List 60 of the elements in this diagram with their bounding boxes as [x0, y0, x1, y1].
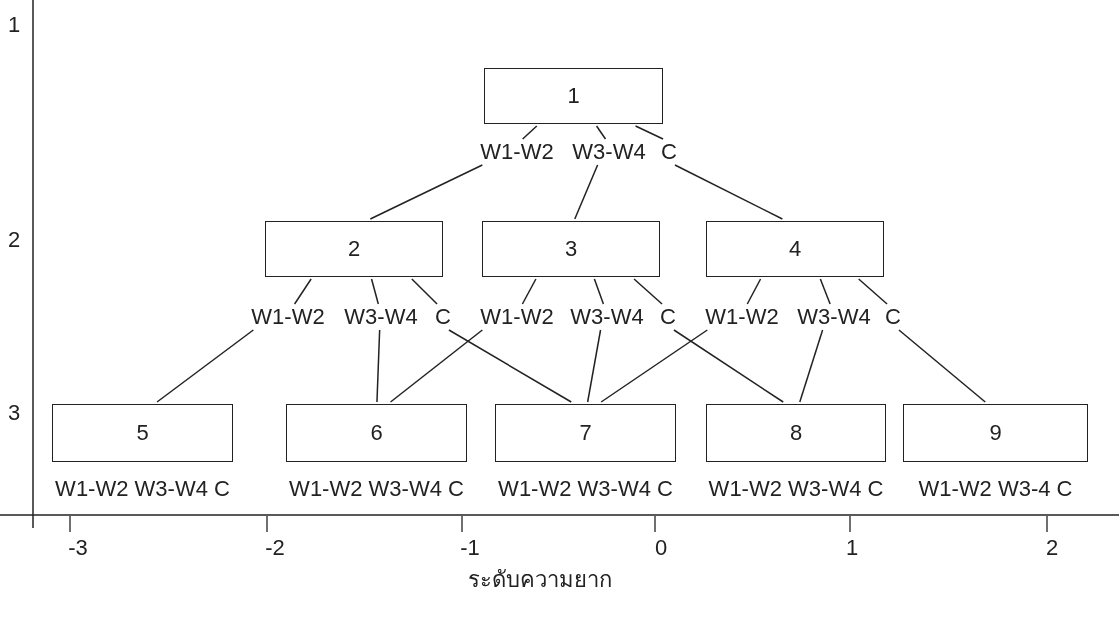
connector-line [600, 329, 709, 403]
connector-line [593, 278, 605, 305]
branch-label: W3-W4 [344, 306, 418, 328]
connector-line [634, 125, 664, 140]
branch-label: C [661, 141, 677, 163]
option-labels: W1-W2 W3-W4 C [55, 478, 230, 500]
tick-label: 0 [654, 537, 668, 559]
option-labels: W1-W2 W3-4 C [918, 478, 1073, 500]
connector-line [369, 164, 484, 220]
node-box: 2 [265, 221, 443, 277]
connector-line [376, 329, 381, 403]
node-box: 5 [52, 404, 233, 462]
node-box: 4 [706, 221, 884, 277]
level-number: 2 [7, 229, 21, 251]
connector-line [521, 278, 537, 305]
node-box: 1 [484, 68, 663, 124]
level-number: 3 [7, 402, 21, 424]
branch-label: W1-W2 [251, 306, 325, 328]
connector-line [673, 329, 784, 403]
connector-line [633, 278, 663, 305]
connector-line [521, 125, 538, 140]
connector-line [746, 278, 762, 305]
node-box: 8 [706, 404, 886, 462]
tick-label: -3 [68, 537, 88, 559]
connector-line [448, 329, 572, 403]
branch-label: W1-W2 [480, 141, 554, 163]
axis-title: ระดับความยาก [468, 569, 612, 591]
connector-line [799, 329, 824, 403]
option-labels: W1-W2 W3-W4 C [289, 478, 464, 500]
branch-label: C [885, 306, 901, 328]
option-labels: W1-W2 W3-W4 C [498, 478, 673, 500]
branch-label: C [660, 306, 676, 328]
tick-label: -2 [265, 537, 285, 559]
connector-line [819, 278, 831, 305]
connector-line [293, 278, 312, 305]
tick-label: 1 [845, 537, 859, 559]
connector-line [370, 278, 380, 305]
tick-label: 2 [1045, 537, 1059, 559]
tick-label: -1 [460, 537, 480, 559]
connector-line [156, 329, 255, 403]
branch-label: W1-W2 [705, 306, 779, 328]
level-number: 1 [7, 14, 21, 36]
connector-line [595, 125, 607, 140]
branch-label: W1-W2 [480, 306, 554, 328]
node-box: 6 [286, 404, 467, 462]
node-box: 3 [482, 221, 660, 277]
connector-line [674, 164, 784, 220]
node-box: 7 [495, 404, 676, 462]
connector-line [389, 329, 484, 403]
branch-label: W3-W4 [572, 141, 646, 163]
connector-line [898, 329, 986, 403]
branch-label: W3-W4 [797, 306, 871, 328]
connector-line [574, 164, 599, 220]
branch-label: W3-W4 [570, 306, 644, 328]
option-labels: W1-W2 W3-W4 C [708, 478, 884, 500]
branch-label: C [435, 306, 451, 328]
connector-line [411, 278, 438, 305]
connector-line [586, 329, 602, 403]
node-box: 9 [903, 404, 1088, 462]
connector-line [857, 278, 888, 305]
